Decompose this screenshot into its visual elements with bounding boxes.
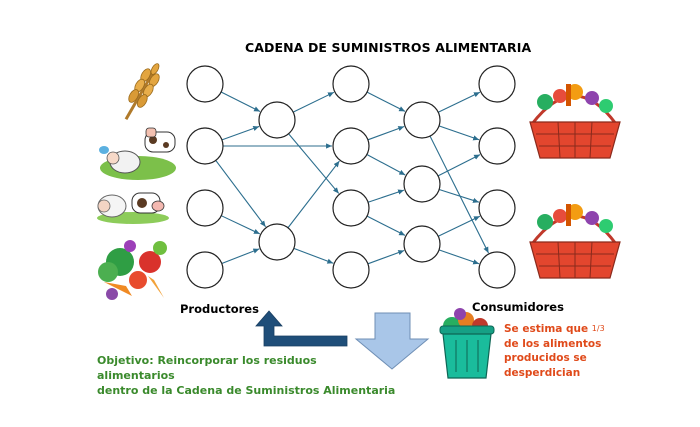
- flow-arrow: [367, 126, 405, 141]
- flow-arrow: [437, 91, 481, 113]
- food-waste-bin-icon: [439, 308, 495, 379]
- flow-arrow: [366, 215, 406, 236]
- flow-arrow: [437, 154, 481, 177]
- network-node: [403, 225, 441, 263]
- flow-arrow: [429, 135, 489, 254]
- flow-arrow: [221, 215, 261, 235]
- food-basket-icon: [529, 204, 621, 279]
- diagram-title: CADENA DE SUMINISTROS ALIMENTARIA: [245, 40, 532, 55]
- flow-arrow: [215, 160, 267, 228]
- network-node: [478, 189, 516, 227]
- network-node: [478, 65, 516, 103]
- sheep-cow-icon: [97, 192, 169, 224]
- flow-arrow: [437, 215, 481, 237]
- network-node: [403, 101, 441, 139]
- flow-arrow: [287, 160, 340, 229]
- estimate-line-3: producidos se: [504, 352, 587, 364]
- estimate-fraction: 1/3: [591, 324, 605, 333]
- cows-sheep-icon: [99, 127, 176, 180]
- network-node: [186, 127, 224, 165]
- producers-label: Productores: [180, 302, 259, 316]
- flow-arrow: [367, 189, 405, 203]
- network-node: [478, 251, 516, 289]
- food-basket-icon: [529, 84, 621, 159]
- objective-line-1: Objetivo: Reincorporar los residuos alim…: [97, 354, 317, 382]
- consumers-label: Consumidores: [472, 300, 564, 314]
- waste-estimate-text: Se estima que 1/3 de los alimentos produ…: [504, 322, 624, 380]
- flow-arrow: [221, 125, 260, 141]
- network-node: [258, 223, 296, 261]
- network-node: [332, 65, 370, 103]
- flow-arrow: [288, 133, 340, 194]
- network-node: [186, 189, 224, 227]
- flow-arrow: [366, 91, 406, 112]
- network-node: [186, 251, 224, 289]
- flow-arrow: [293, 247, 334, 264]
- down-arrow: [354, 312, 430, 370]
- flow-arrow: [220, 91, 261, 112]
- network-node: [186, 65, 224, 103]
- wheat-icon: [124, 63, 160, 120]
- estimate-line-2: de los alimentos: [504, 337, 602, 350]
- objective-text: Objetivo: Reincorporar los residuos alim…: [97, 353, 397, 398]
- network-node: [332, 127, 370, 165]
- estimate-line-4: desperdician: [504, 366, 581, 379]
- estimate-part1: Se estima que: [504, 323, 589, 335]
- flow-arrow: [366, 154, 406, 176]
- flow-arrow: [221, 248, 260, 264]
- flow-arrow: [438, 249, 480, 265]
- estimate-line-1: Se estima que 1/3: [504, 322, 624, 337]
- flow-arrow: [292, 91, 335, 113]
- flow-arrow: [367, 250, 405, 265]
- network-nodes: [186, 65, 516, 289]
- network-node: [258, 101, 296, 139]
- network-node: [332, 251, 370, 289]
- network-edges: [215, 91, 489, 265]
- network-node: [403, 165, 441, 203]
- network-node: [332, 189, 370, 227]
- vegetables-icon: [98, 240, 167, 300]
- flow-arrow: [438, 125, 480, 141]
- objective-line-2: dentro de la Cadena de Suministros Alime…: [97, 384, 396, 397]
- return-arrow: [255, 310, 348, 347]
- flow-arrow: [438, 188, 480, 203]
- network-node: [478, 127, 516, 165]
